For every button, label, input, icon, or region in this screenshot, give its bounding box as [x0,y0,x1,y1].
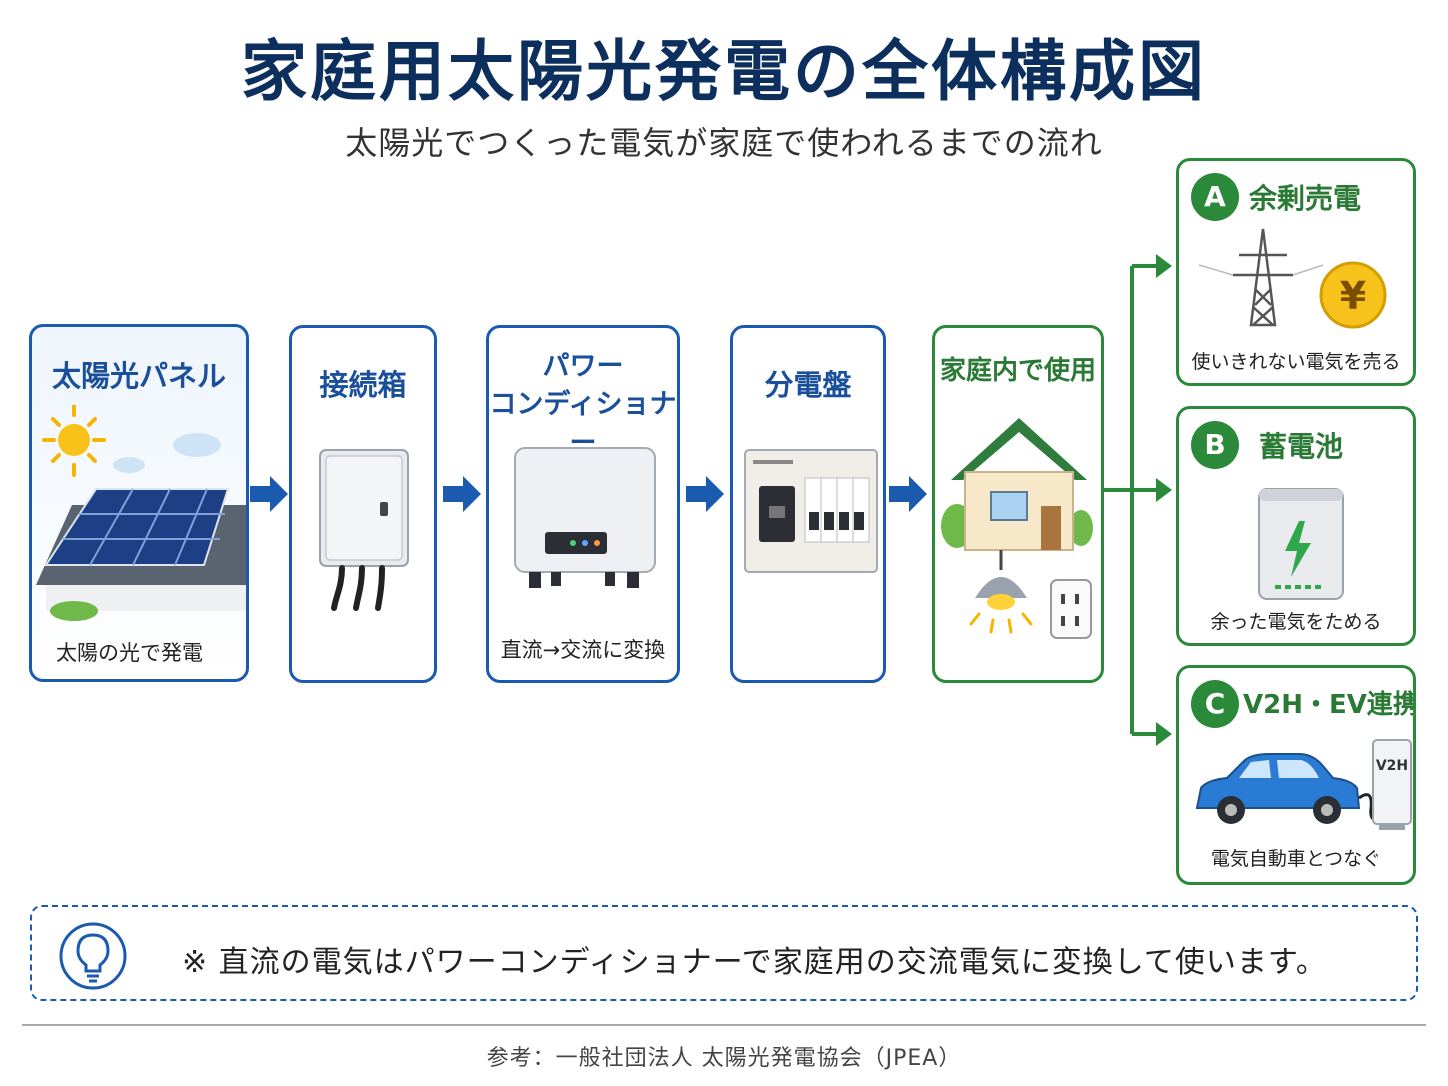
junction-box-icon [319,449,409,611]
option-surplus-sale-card: A 余剰売電 ¥ 使いきれない電気を売る [1176,158,1416,386]
flow-arrow-2 [443,476,481,512]
option-c-caption: 電気自動車とつなぐ [1210,848,1382,870]
junction-box-title: 接続箱 [319,368,407,402]
flow-arrow-1 [250,476,288,512]
option-a-badge: A [1191,173,1239,221]
option-battery-card: B 蓄電池 余った電気をためる [1176,406,1416,646]
junction-box-card: 接続箱 [289,325,437,683]
home-use-card: 家庭内で使用 [932,325,1104,683]
ev-car-icon: V2H [1195,739,1412,830]
branch-connector [1104,254,1172,746]
home-use-title: 家庭内で使用 [939,356,1096,386]
option-c-title: V2H・EV連携 [1243,690,1416,720]
power-conditioner-card: パワー コンディショナー 直流→交流に変換 [486,325,680,683]
footer-reference: 参考：一般社団法人 太陽光発電協会（JPEA） [486,1046,962,1071]
flow-arrow-3 [686,476,724,512]
house-icon [941,418,1093,639]
solar-panel-card: 太陽光パネル 太陽の光で発電 [29,324,249,682]
solar-panel-caption: 太陽の光で発電 [56,641,203,665]
note-box: ※ 直流の電気はパワーコンディショナーで家庭用の交流電気に変換して使います。 [30,905,1418,1001]
power-conditioner-caption: 直流→交流に変換 [500,638,666,662]
power-conditioner-title-line1: パワー [542,351,624,382]
option-b-title: 蓄電池 [1259,430,1344,463]
lightbulb-icon [59,922,127,990]
solar-panel-icon [36,405,246,621]
option-a-caption: 使いきれない電気を売る [1191,351,1401,373]
option-b-badge: B [1191,421,1239,469]
battery-icon [1258,488,1344,600]
yen-symbol: ¥ [1340,274,1366,318]
note-text: ※ 直流の電気はパワーコンディショナーで家庭用の交流電気に変換して使います。 [182,945,1327,980]
distribution-board-card: 分電盤 [730,325,886,683]
option-b-caption: 余った電気をためる [1210,611,1382,633]
solar-panel-title: 太陽光パネル [51,359,226,393]
pylon-yen-icon: ¥ [1198,228,1387,329]
distribution-board-icon [744,449,878,573]
distribution-board-title: 分電盤 [764,368,852,402]
flow-arrow-4 [889,476,927,512]
footer-divider [22,1024,1426,1026]
page-title: 家庭用太陽光発電の全体構成図 [241,33,1207,110]
v2h-charger-label: V2H [1376,758,1408,774]
option-c-badge: C [1191,680,1239,728]
power-conditioner-icon [514,447,656,588]
option-a-title: 余剰売電 [1249,182,1362,215]
page-subtitle: 太陽光でつくった電気が家庭で使われるまでの流れ [345,124,1103,162]
option-v2h-card: C V2H・EV連携 V2H 電気自動車とつなぐ [1176,665,1416,885]
